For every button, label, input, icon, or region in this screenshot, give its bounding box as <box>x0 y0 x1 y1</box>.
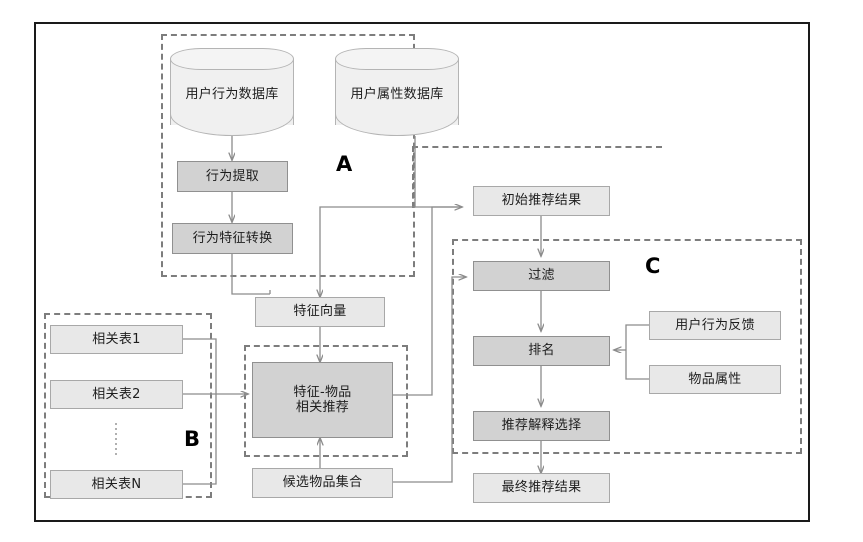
group-tag-b: B <box>184 427 201 451</box>
database-user-attribute-label: 用户属性数据库 <box>350 86 444 102</box>
node-candidate-item-set[interactable]: 候选物品集合 <box>252 468 393 498</box>
node-ranking[interactable]: 排名 <box>473 336 610 366</box>
node-feature-item-recommendation[interactable]: 特征-物品 相关推荐 <box>252 362 393 438</box>
node-recommendation-explanation-selection[interactable]: 推荐解释选择 <box>473 411 610 441</box>
node-behavior-extraction[interactable]: 行为提取 <box>177 161 288 192</box>
database-user-behavior-label: 用户行为数据库 <box>185 86 279 102</box>
node-relation-table-1[interactable]: 相关表1 <box>50 325 183 354</box>
node-feature-vector[interactable]: 特征向量 <box>255 297 385 327</box>
node-relation-table-2[interactable]: 相关表2 <box>50 380 183 409</box>
relation-table-ellipsis <box>115 423 117 457</box>
node-behavior-feature-transform[interactable]: 行为特征转换 <box>172 223 293 254</box>
cylinder-top <box>170 48 294 70</box>
node-final-recommendation-result[interactable]: 最终推荐结果 <box>473 473 610 503</box>
node-relation-table-n[interactable]: 相关表N <box>50 470 183 499</box>
node-filter[interactable]: 过滤 <box>473 261 610 291</box>
database-user-behavior: 用户行为数据库 <box>170 48 294 136</box>
group-tag-c: C <box>645 254 661 278</box>
cylinder-top <box>335 48 459 70</box>
node-initial-recommendation-result[interactable]: 初始推荐结果 <box>473 186 610 216</box>
group-tag-a: A <box>336 152 353 176</box>
database-user-attribute: 用户属性数据库 <box>335 48 459 136</box>
node-item-attribute[interactable]: 物品属性 <box>649 365 781 394</box>
node-user-behavior-feedback[interactable]: 用户行为反馈 <box>649 311 781 340</box>
